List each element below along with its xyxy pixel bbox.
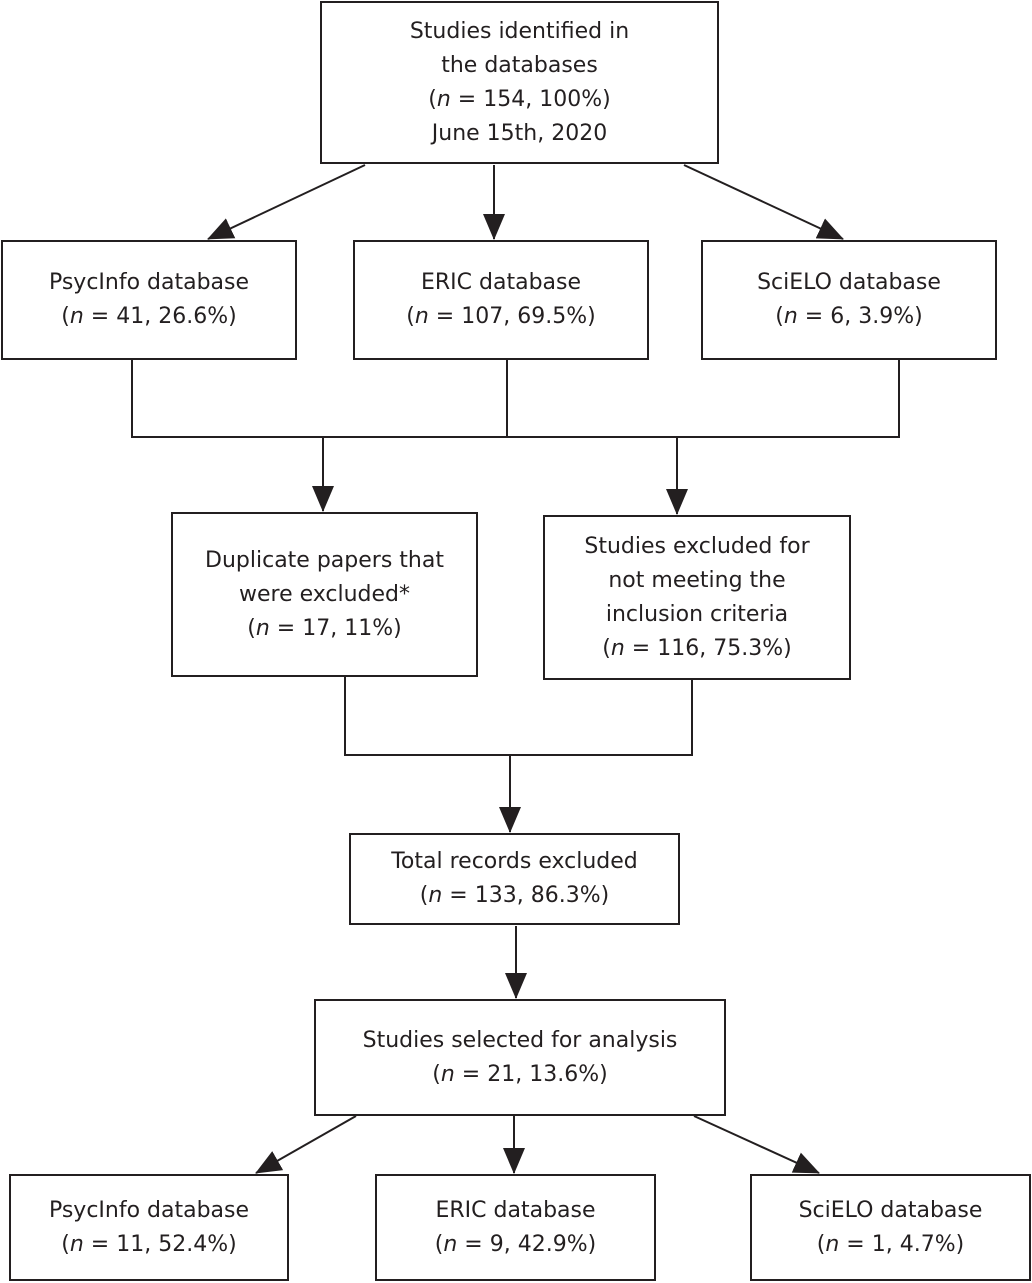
node-label-line: were excluded* [238,581,410,607]
node-count: (n = 133, 86.3%) [419,883,610,908]
node-psycinfo-initial: PsycInfo database (n = 41, 26.6%) [1,240,297,360]
node-scielo-final: SciELO database (n = 1, 4.7%) [750,1174,1031,1281]
node-eric-initial: ERIC database (n = 107, 69.5%) [353,240,649,360]
node-label: Total records excluded [391,849,638,874]
node-count: (n = 154, 100%) [428,86,611,112]
arrow-to-psycinfo-initial [207,164,366,240]
node-psycinfo-final: PsycInfo database (n = 11, 52.4%) [9,1174,289,1281]
node-count: (n = 17, 11%) [247,615,402,641]
node-label-line: inclusion criteria [605,601,789,627]
node-count: (n = 11, 52.4%) [61,1231,237,1257]
node-label: ERIC database [420,270,582,295]
merge-bracket-databases [131,360,900,438]
node-label-line: Studies identified in [409,18,630,44]
node-label-line: the databases [441,52,598,78]
node-count: (n = 1, 4.7%) [816,1231,965,1257]
node-total-excluded: Total records excluded (n = 133, 86.3%) [349,833,680,925]
node-label: ERIC database [435,1197,596,1223]
node-label: PsycInfo database [48,270,250,295]
arrow-to-scielo-initial [683,164,844,240]
node-date: June 15th, 2020 [431,120,608,146]
arrow-to-scielo-final [693,1115,820,1174]
node-not-meeting-criteria: Studies excluded for not meeting the inc… [543,515,851,680]
node-label: PsycInfo database [48,1197,250,1223]
node-label-line: Studies excluded for [584,533,810,559]
node-count: (n = 116, 75.3%) [602,635,792,661]
node-label-line: Duplicate papers that [205,547,444,573]
merge-bracket-exclusions [344,677,693,756]
node-scielo-initial: SciELO database (n = 6, 3.9%) [701,240,997,360]
node-label-line: not meeting the [608,567,786,593]
node-studies-identified: Studies identified in the databases (n =… [320,1,719,164]
node-count: (n = 41, 26.6%) [61,304,237,329]
node-studies-selected: Studies selected for analysis (n = 21, 1… [314,999,726,1116]
node-label: SciELO database [798,1197,983,1223]
node-eric-final: ERIC database (n = 9, 42.9%) [375,1174,656,1281]
node-duplicates-excluded: Duplicate papers that were excluded* (n … [171,512,478,677]
node-count: (n = 6, 3.9%) [775,304,923,329]
arrow-to-psycinfo-final [255,1115,357,1174]
node-count: (n = 21, 13.6%) [432,1061,608,1087]
node-label: Studies selected for analysis [362,1027,678,1053]
node-count: (n = 107, 69.5%) [406,304,596,329]
node-label: SciELO database [757,270,941,295]
node-count: (n = 9, 42.9%) [434,1231,597,1257]
